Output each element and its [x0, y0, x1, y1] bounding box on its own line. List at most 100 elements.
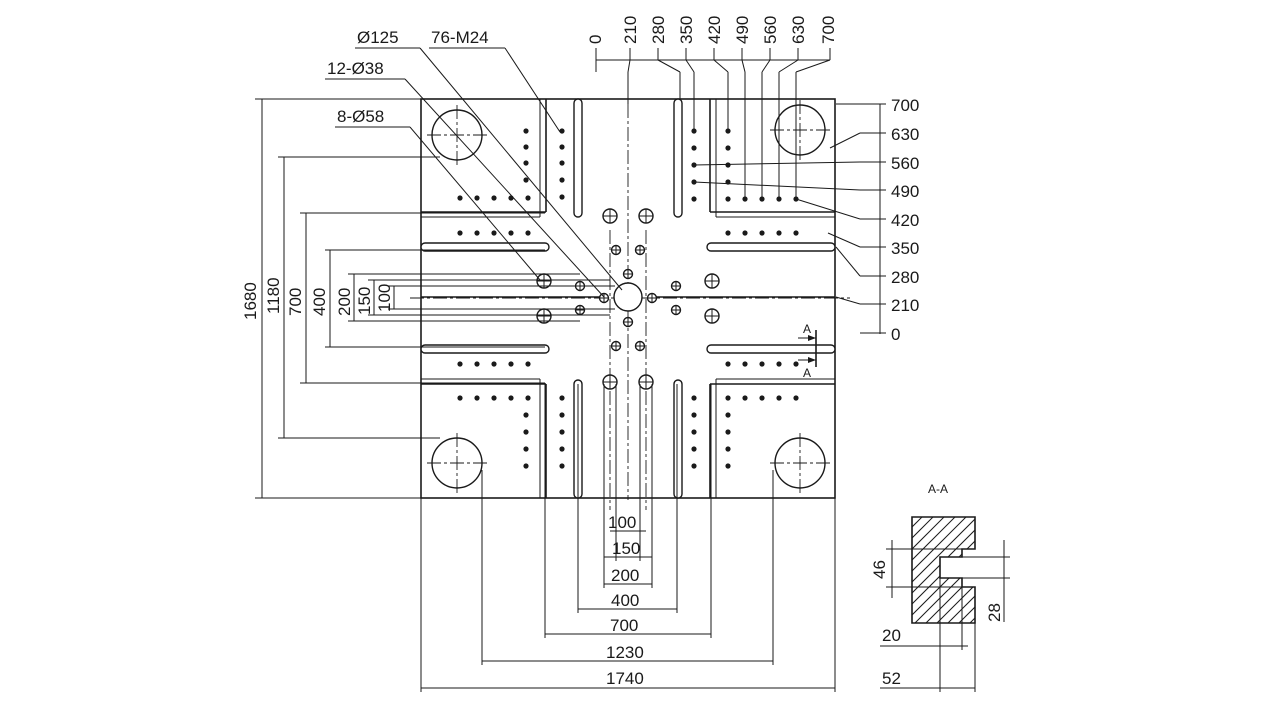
- tapped-hole: [691, 196, 697, 202]
- tapped-hole: [725, 429, 731, 435]
- tapped-hole: [523, 463, 529, 469]
- right-tick-210: 210: [891, 296, 919, 315]
- tapped-hole: [759, 395, 765, 401]
- top-tick-560: 560: [761, 16, 780, 44]
- tapped-hole: [742, 230, 748, 236]
- tapped-hole: [508, 230, 514, 236]
- top-tick-490: 490: [733, 16, 752, 44]
- center-bore-label: Ø125: [357, 28, 399, 47]
- tapped-hole: [491, 195, 497, 201]
- top-tick-280: 280: [649, 16, 668, 44]
- tapped-hole: [523, 177, 529, 183]
- top-tick-350: 350: [677, 16, 696, 44]
- tapped-hole: [691, 412, 697, 418]
- section-dim-28: 28: [985, 603, 1004, 622]
- dim-150-v: 150: [355, 287, 374, 315]
- tapped-hole: [725, 230, 731, 236]
- tapped-hole: [691, 446, 697, 452]
- tapped-hole: [474, 195, 480, 201]
- tapped-hole: [508, 195, 514, 201]
- top-scale: 0 210 280 350 420 490 560 630 700: [586, 16, 838, 199]
- vertical-t-slots: [539, 99, 717, 498]
- tapped-hole: [525, 361, 531, 367]
- tapped-hole: [725, 463, 731, 469]
- tapped-hole: [691, 395, 697, 401]
- tapped-hole: [725, 446, 731, 452]
- tapped-hole: [559, 128, 565, 134]
- tapped-hole: [759, 361, 765, 367]
- tapped-hole: [474, 230, 480, 236]
- section-title: A-A: [928, 482, 948, 496]
- tapped-hole: [725, 196, 731, 202]
- tapped-hole-label: 76-M24: [431, 28, 489, 47]
- dim-1740: 1740: [606, 669, 644, 688]
- tapped-hole: [457, 230, 463, 236]
- left-dimensions: 1680 1180 700 400 200 150 100: [241, 98, 615, 499]
- dim-200-h: 200: [611, 566, 639, 585]
- tapped-hole: [474, 395, 480, 401]
- right-tick-280: 280: [891, 268, 919, 287]
- tapped-hole: [776, 230, 782, 236]
- section-dim-46: 46: [870, 560, 889, 579]
- ejector-holes: [536, 208, 720, 390]
- dim-150-h: 150: [612, 539, 640, 558]
- tapped-hole: [776, 395, 782, 401]
- tapped-hole: [523, 144, 529, 150]
- section-dim-20: 20: [882, 626, 901, 645]
- tapped-hole: [491, 230, 497, 236]
- tapped-hole: [793, 361, 799, 367]
- tapped-hole: [691, 463, 697, 469]
- tapped-hole: [523, 128, 529, 134]
- tapped-hole: [508, 361, 514, 367]
- tapped-hole: [491, 395, 497, 401]
- small-holes-label: 12-Ø38: [327, 59, 384, 78]
- tapped-hole: [559, 395, 565, 401]
- right-tick-0: 0: [891, 325, 900, 344]
- right-tick-700: 700: [891, 96, 919, 115]
- tapped-hole: [559, 160, 565, 166]
- tapped-hole: [457, 361, 463, 367]
- dim-200-v: 200: [335, 288, 354, 316]
- section-marker: A A: [798, 322, 817, 380]
- dim-1680: 1680: [241, 282, 260, 320]
- large-holes-label: 8-Ø58: [337, 107, 384, 126]
- right-tick-350: 350: [891, 239, 919, 258]
- top-tick-210: 210: [621, 16, 640, 44]
- right-tick-630: 630: [891, 125, 919, 144]
- tapped-hole: [559, 463, 565, 469]
- dim-1230: 1230: [606, 643, 644, 662]
- tapped-hole: [474, 361, 480, 367]
- section-marker-top: A: [803, 322, 811, 336]
- dim-400-v: 400: [310, 288, 329, 316]
- tapped-hole: [559, 446, 565, 452]
- tapped-hole: [559, 429, 565, 435]
- tapped-hole: [525, 195, 531, 201]
- tapped-hole: [725, 145, 731, 151]
- top-tick-700: 700: [819, 16, 838, 44]
- hole-callouts: Ø125 76-M24 12-Ø38 8-Ø58: [325, 28, 623, 298]
- right-tick-420: 420: [891, 211, 919, 230]
- dim-100-v: 100: [375, 284, 394, 312]
- tapped-hole: [725, 395, 731, 401]
- tapped-hole: [759, 230, 765, 236]
- right-scale: 700 630 560 490 420 350 280 210 0: [693, 96, 919, 344]
- dim-400-h: 400: [611, 591, 639, 610]
- bottom-dimensions: 100 150 200 400 700 1230 1740: [420, 384, 836, 692]
- tapped-hole: [725, 162, 731, 168]
- tapped-hole: [508, 395, 514, 401]
- tapped-hole: [559, 144, 565, 150]
- tapped-hole: [525, 230, 531, 236]
- tapped-hole: [725, 412, 731, 418]
- dim-100-h: 100: [608, 513, 636, 532]
- top-tick-630: 630: [789, 16, 808, 44]
- tapped-hole: [742, 395, 748, 401]
- tapped-hole: [491, 361, 497, 367]
- dim-1180: 1180: [264, 277, 283, 314]
- section-marker-bottom: A: [803, 366, 811, 380]
- tapped-hole: [457, 395, 463, 401]
- tapped-hole: [793, 395, 799, 401]
- tapped-hole: [559, 194, 565, 200]
- tapped-hole: [457, 195, 463, 201]
- tapped-hole: [559, 412, 565, 418]
